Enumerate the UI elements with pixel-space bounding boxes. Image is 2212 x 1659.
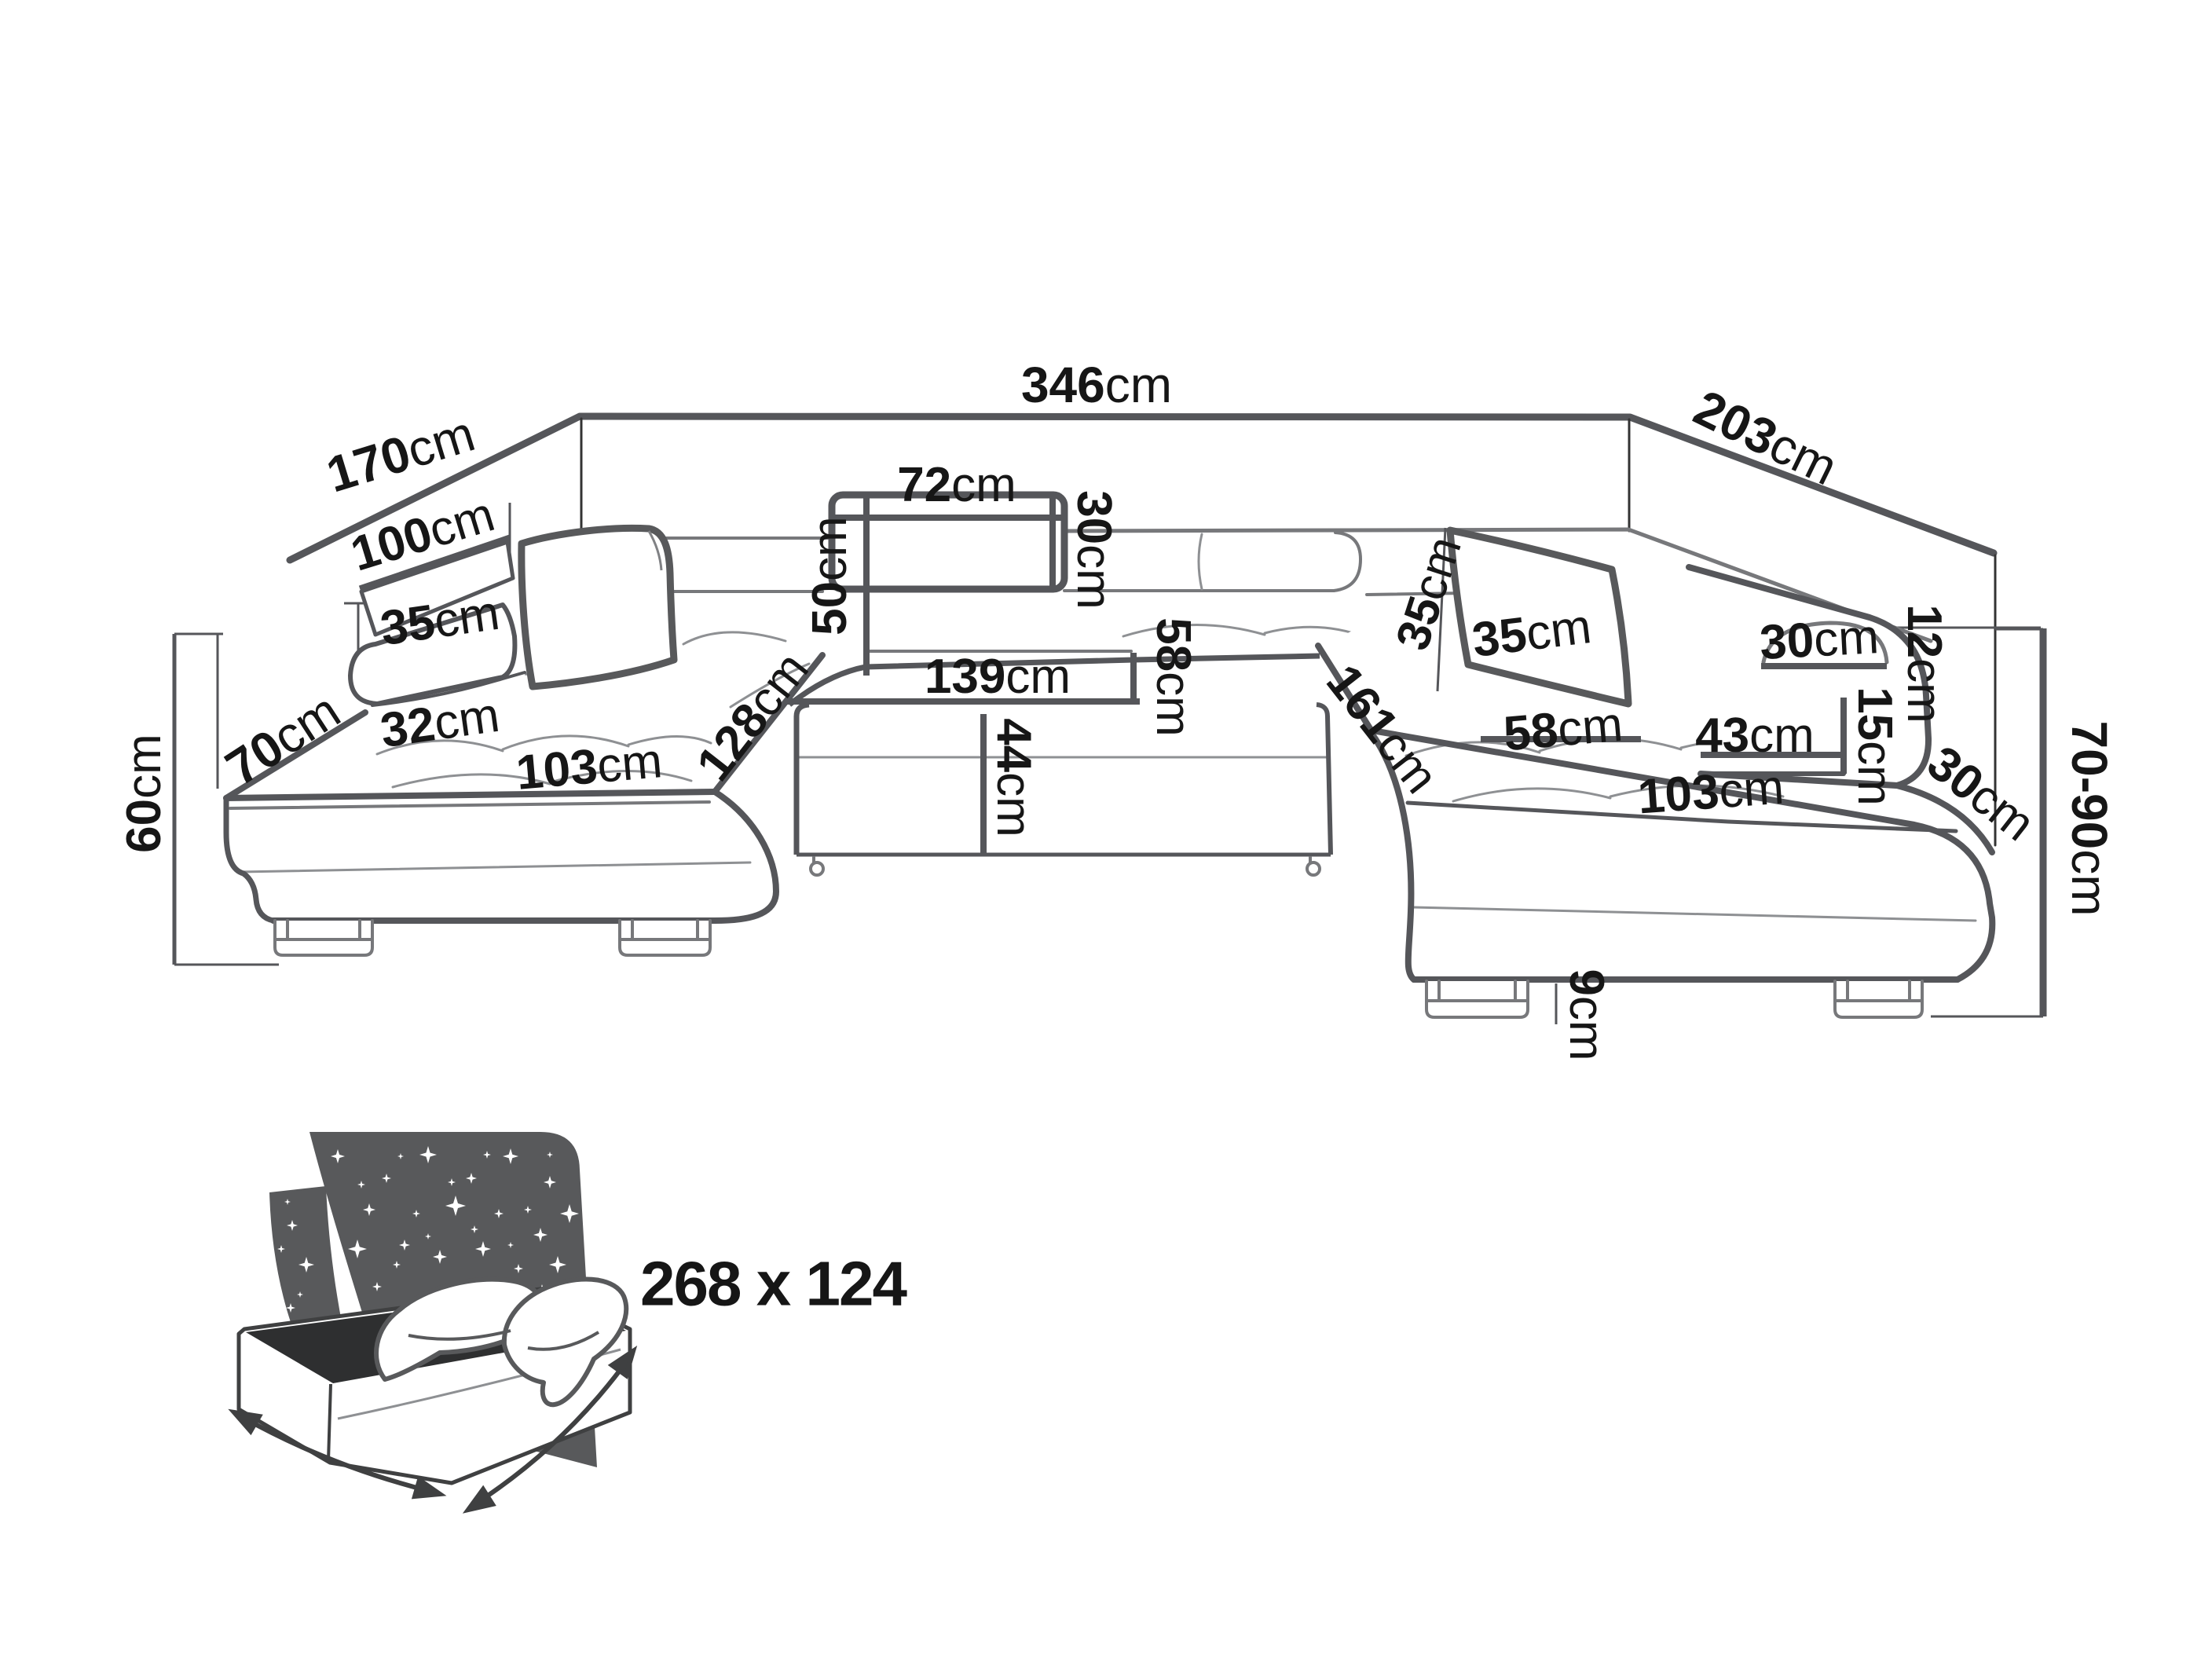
svg-text:58cm: 58cm (1147, 617, 1201, 737)
svg-text:103cm: 103cm (1636, 760, 1785, 824)
svg-text:44cm: 44cm (987, 718, 1042, 837)
svg-text:32cm: 32cm (377, 687, 503, 757)
svg-text:43cm: 43cm (1695, 709, 1815, 763)
svg-text:268 x 124: 268 x 124 (640, 1249, 907, 1319)
svg-text:70-90cm: 70-90cm (2061, 721, 2118, 917)
svg-text:9cm: 9cm (1560, 969, 1614, 1060)
svg-text:139cm: 139cm (925, 650, 1071, 704)
svg-text:346cm: 346cm (1021, 357, 1172, 413)
svg-text:30cm: 30cm (1758, 610, 1880, 670)
svg-text:58cm: 58cm (1501, 697, 1624, 761)
svg-text:35cm: 35cm (1470, 599, 1595, 668)
svg-text:35cm: 35cm (377, 585, 503, 655)
svg-text:72cm: 72cm (897, 458, 1016, 512)
svg-text:103cm: 103cm (514, 734, 664, 800)
svg-text:12cm: 12cm (1898, 604, 1952, 723)
svg-text:15cm: 15cm (1848, 687, 1903, 806)
svg-text:50cm: 50cm (803, 516, 857, 635)
svg-text:30cm: 30cm (1068, 490, 1122, 610)
svg-text:60cm: 60cm (117, 734, 171, 853)
